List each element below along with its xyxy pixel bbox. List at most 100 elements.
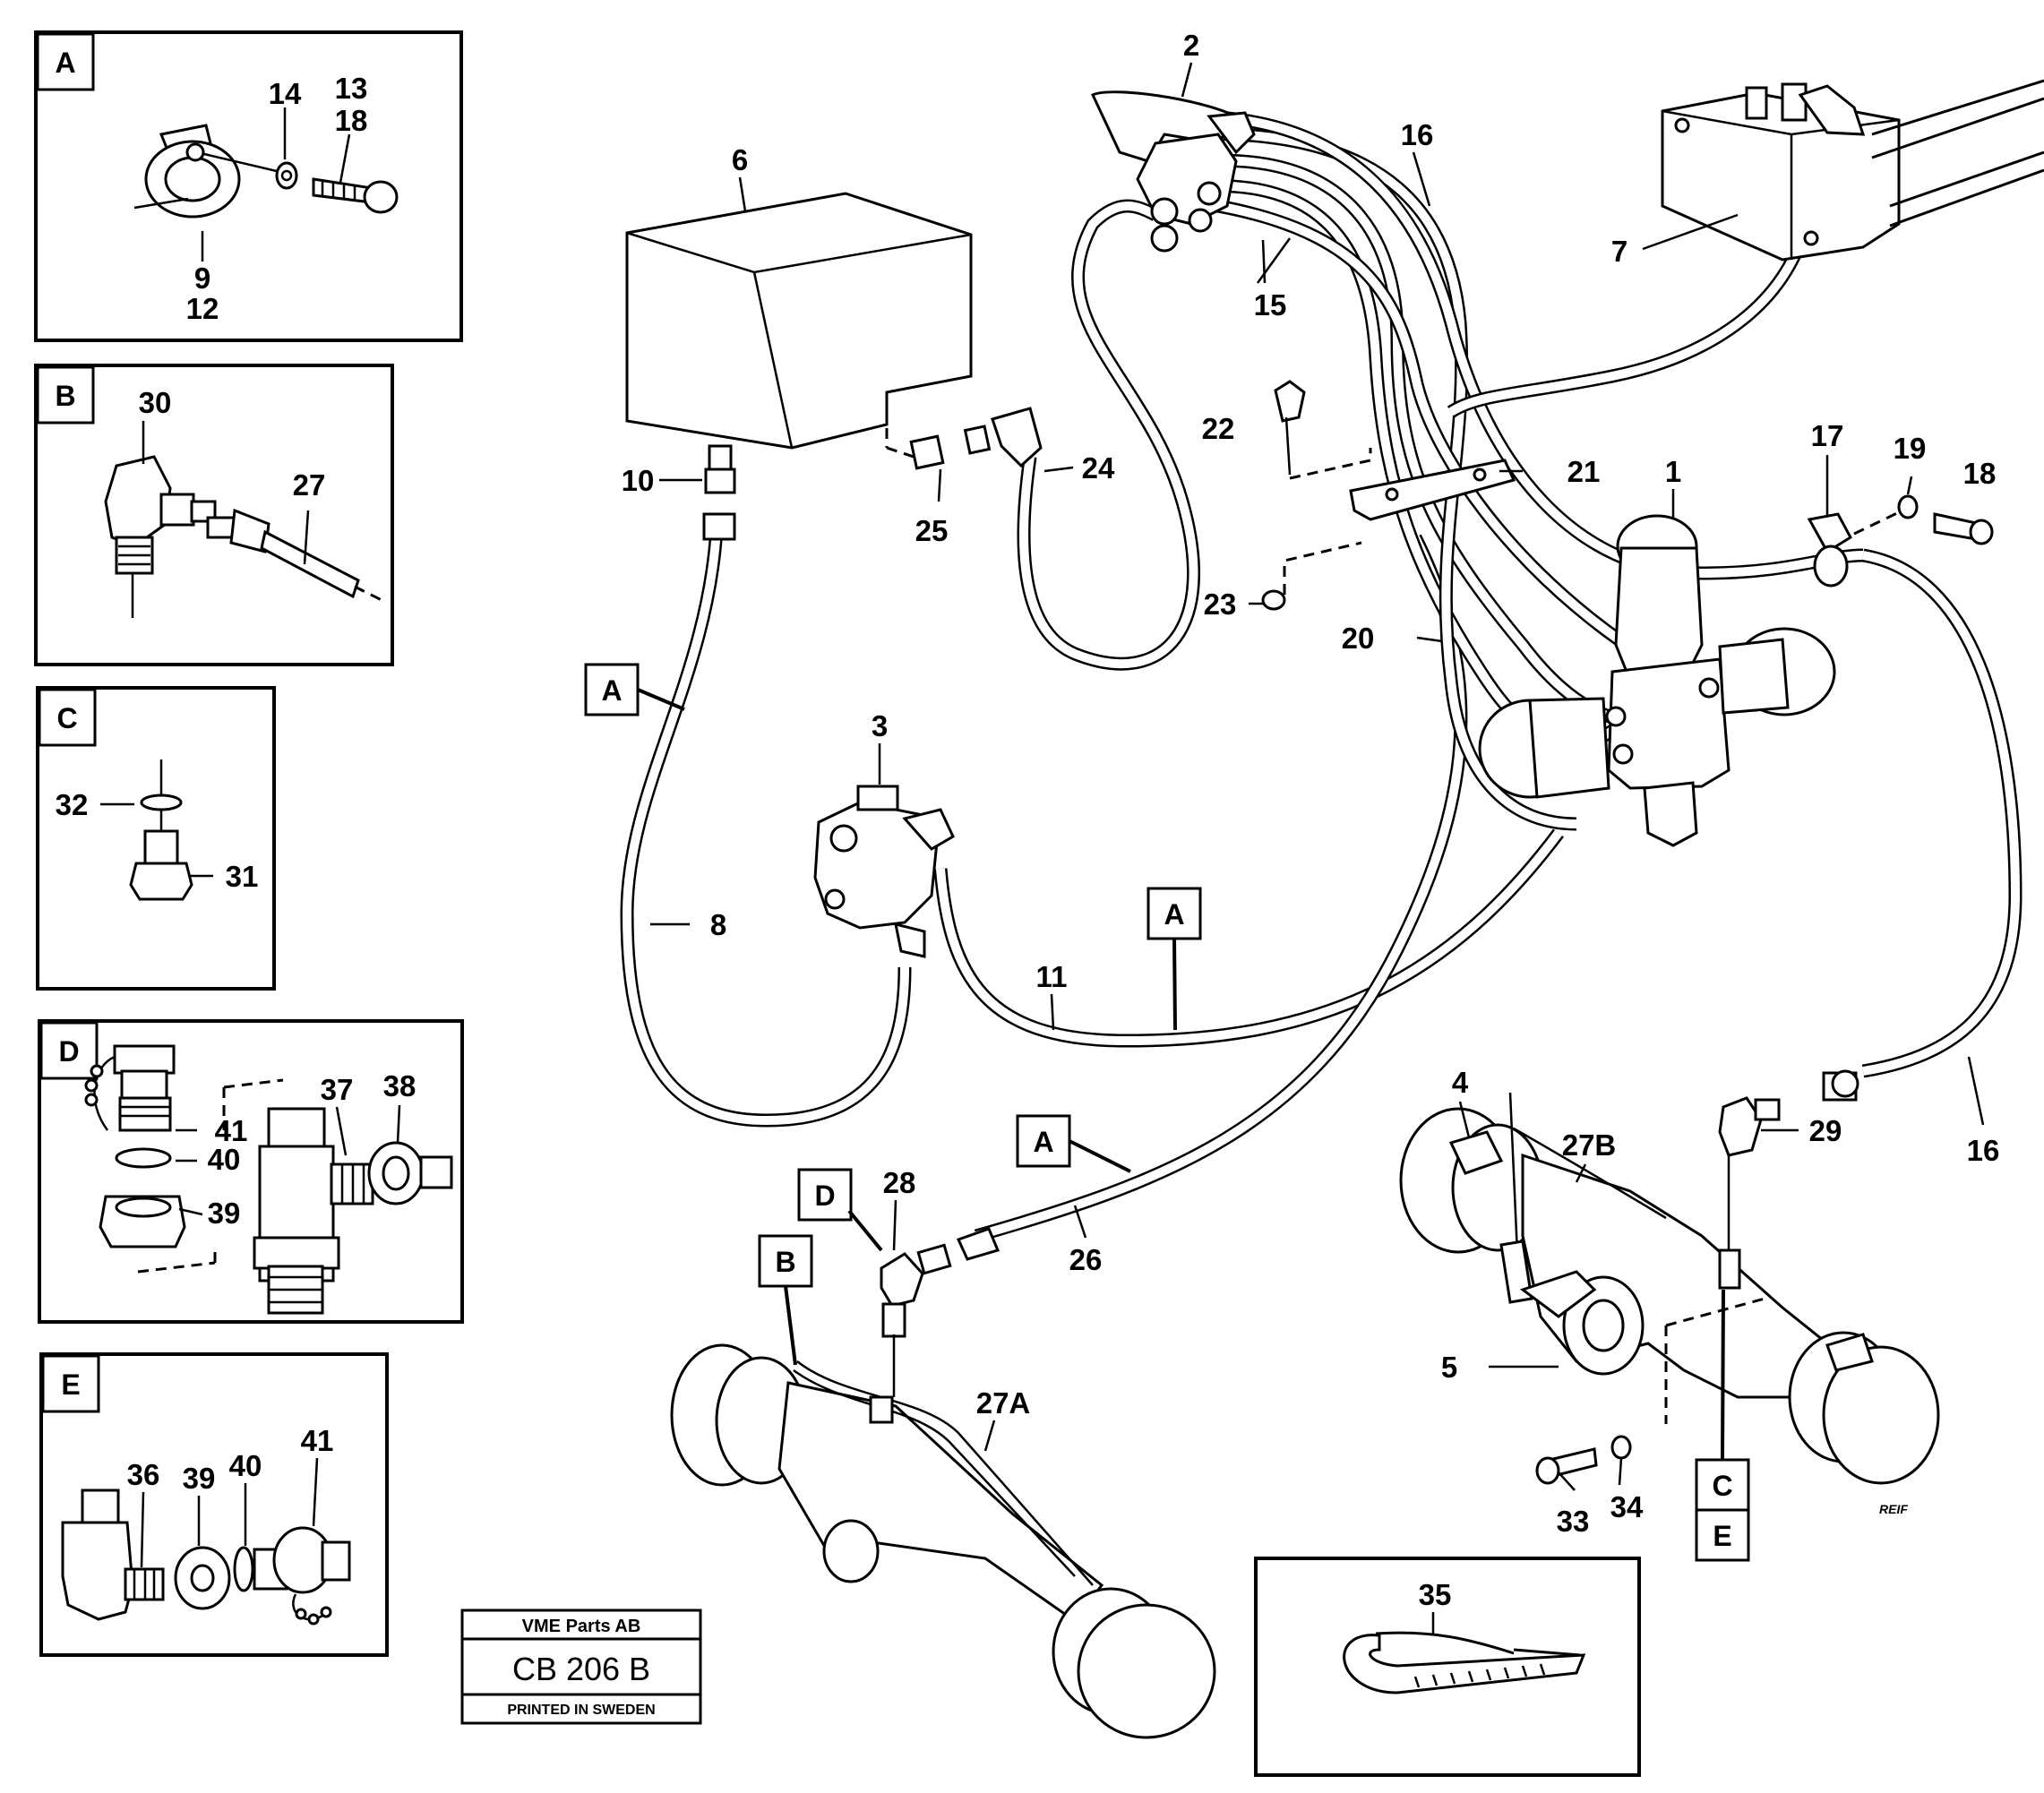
- ref-tag-a-3: A: [1016, 1114, 1131, 1173]
- callout-30: 30: [139, 386, 172, 419]
- callout-1: 1: [1665, 455, 1681, 488]
- clip-17-part: [1807, 494, 1994, 588]
- callout-37: 37: [321, 1073, 354, 1106]
- union-nut-part: [367, 1141, 453, 1205]
- detail-panel-strap: 35: [1254, 1557, 1641, 1777]
- callout-26: 26: [1069, 1243, 1103, 1276]
- callout-20: 20: [1342, 622, 1375, 655]
- callout-15: 15: [1254, 288, 1287, 322]
- detail-panel-a: A 14 13 18 9 12: [34, 30, 463, 342]
- title-block: VME Parts AB CB 206 B PRINTED IN SWEDEN: [460, 1609, 702, 1725]
- callout-40: 40: [229, 1449, 262, 1482]
- bracket-21-part: [1261, 380, 1516, 611]
- callout-39: 39: [183, 1462, 216, 1495]
- fitting-28-part: [880, 1227, 1001, 1397]
- panel-d-label: D: [58, 1035, 79, 1068]
- clamp-part: [144, 124, 241, 219]
- main-callouts: 2 16 6 7 15 22 21 1 17 19 18 10 24 25 23…: [622, 29, 2000, 1538]
- callout-12: 12: [186, 292, 219, 325]
- fitting-29-part: [1718, 1069, 1859, 1157]
- callout-9: 9: [194, 262, 210, 295]
- axle-27a-part: [670, 1343, 1216, 1739]
- svg-text:A: A: [1164, 898, 1184, 931]
- callout-16b: 16: [1967, 1134, 2000, 1167]
- callout-22: 22: [1202, 412, 1235, 445]
- callout-13: 13: [335, 72, 368, 105]
- brake-unit-part: [1478, 514, 1836, 847]
- svg-text:A: A: [1033, 1126, 1053, 1158]
- callout-23: 23: [1204, 588, 1237, 621]
- svg-text:D: D: [814, 1180, 835, 1212]
- panel-a-label: A: [55, 47, 75, 79]
- callout-39: 39: [208, 1197, 241, 1230]
- detail-panel-d: D: [38, 1019, 464, 1324]
- ref-tag-a-2: A: [1147, 887, 1202, 1031]
- callout-31: 31: [226, 860, 259, 893]
- washer-e-part: [233, 1546, 254, 1592]
- callout-3: 3: [872, 709, 888, 742]
- ref-tag-e: E: [1695, 1508, 1750, 1562]
- oring-part: [140, 794, 183, 811]
- reference-tags: A A A D B C E: [584, 663, 1750, 1562]
- ref-tag-b: B: [758, 1234, 813, 1366]
- callout-21: 21: [1567, 455, 1601, 488]
- callout-41: 41: [301, 1424, 334, 1457]
- bolt-part: [312, 177, 399, 214]
- fitting-25-part: [886, 407, 1043, 470]
- callout-14: 14: [269, 77, 302, 110]
- callout-41: 41: [215, 1114, 248, 1147]
- callout-8: 8: [710, 908, 726, 941]
- svg-text:C: C: [1712, 1470, 1732, 1502]
- callout-5: 5: [1441, 1351, 1457, 1384]
- elbow-connector-part: [61, 1488, 165, 1621]
- callout-28: 28: [883, 1166, 916, 1199]
- valve-3-part: [813, 785, 955, 958]
- callout-27: 27: [293, 468, 326, 502]
- callout-7: 7: [1611, 235, 1627, 268]
- detail-panel-b: B 30 27: [34, 364, 394, 666]
- callout-19: 19: [1894, 432, 1927, 465]
- callout-18: 18: [335, 104, 368, 137]
- callout-6: 6: [732, 143, 748, 176]
- callout-16: 16: [1401, 118, 1434, 151]
- detail-panel-e: E 36 39 40 41: [39, 1352, 389, 1657]
- hose-nut-part: [206, 508, 386, 604]
- control-box-part: [625, 192, 973, 450]
- seal-washer-part: [115, 1147, 172, 1169]
- callout-24: 24: [1082, 451, 1115, 485]
- panel-b-label: B: [55, 380, 75, 412]
- leader-lines: [650, 62, 1985, 1491]
- callout-33: 33: [1557, 1505, 1590, 1538]
- switch-7-part: [1661, 79, 2044, 262]
- callout-27a: 27A: [976, 1386, 1031, 1420]
- axle-27b-part: [1399, 1092, 1940, 1485]
- callout-11: 11: [1036, 960, 1068, 993]
- dust-cap-part: [84, 1044, 176, 1132]
- callout-18: 18: [1963, 457, 1997, 490]
- callout-27b: 27B: [1562, 1128, 1617, 1162]
- cable-tie-part: [1343, 1631, 1586, 1694]
- fitting-10-part: [702, 444, 736, 541]
- callout-40: 40: [208, 1143, 241, 1176]
- company-name: VME Parts AB: [522, 1617, 641, 1636]
- callout-34: 34: [1610, 1490, 1644, 1523]
- brake-valve-part: [1091, 90, 1256, 253]
- elbow-fitting-part: [104, 455, 217, 575]
- svg-text:B: B: [775, 1246, 795, 1278]
- callout-17: 17: [1811, 419, 1844, 452]
- svg-text:A: A: [601, 674, 622, 707]
- drawing-code: CB 206 B: [512, 1651, 650, 1687]
- callout-35: 35: [1419, 1578, 1452, 1611]
- artist-signature: REIF: [1879, 1502, 1908, 1516]
- panel-e-label: E: [61, 1368, 80, 1401]
- ref-tag-c: C: [1695, 1289, 1750, 1512]
- callout-10: 10: [622, 464, 655, 497]
- callout-2: 2: [1183, 29, 1199, 62]
- ref-tag-a-1: A: [584, 663, 685, 716]
- coupling-part: [253, 1526, 351, 1626]
- callout-4: 4: [1452, 1066, 1469, 1099]
- callout-25: 25: [915, 514, 949, 547]
- callout-32: 32: [56, 788, 89, 821]
- callout-29: 29: [1809, 1114, 1842, 1147]
